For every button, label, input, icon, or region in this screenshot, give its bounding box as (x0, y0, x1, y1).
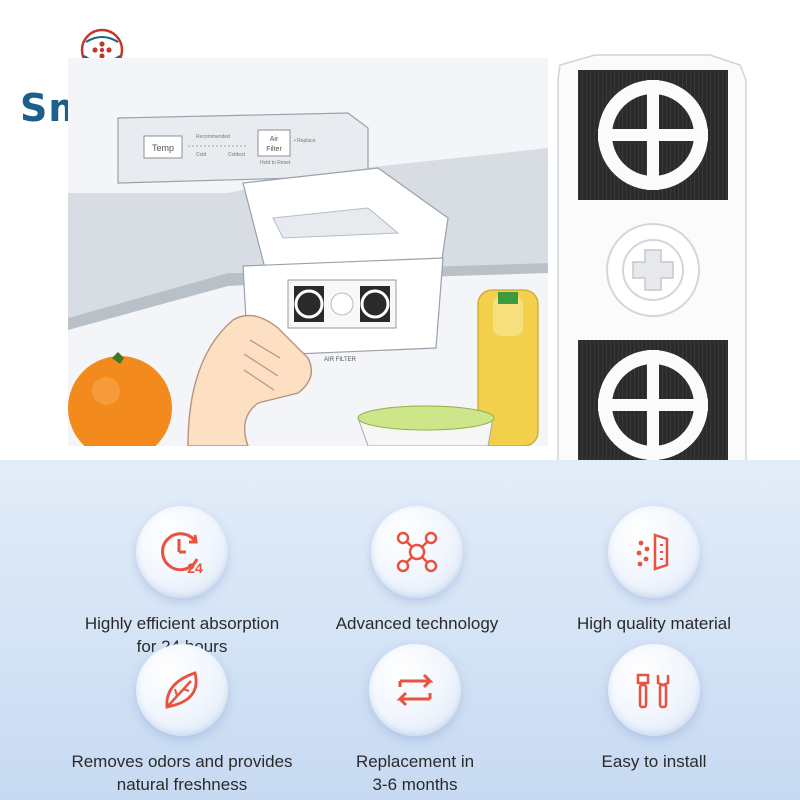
svg-text:Air: Air (270, 136, 279, 143)
material-sparkle-icon-badge (608, 506, 700, 598)
feature-material: High quality material (529, 506, 779, 635)
swap-arrows-icon (396, 673, 434, 707)
feature-install: Easy to install (529, 644, 779, 773)
panel-recommended: Recommended (196, 134, 230, 140)
fridge-illustration: Temp Recommended Cold Coldest Air Filter… (68, 58, 548, 446)
air-filter-product-image (557, 54, 747, 489)
panel-replace: • Replace (294, 138, 316, 144)
leaf-icon-badge (136, 644, 228, 736)
feature-label: High quality material (576, 614, 731, 633)
svg-text:24: 24 (187, 560, 203, 576)
feature-odors: Removes odors and provides natural fresh… (57, 644, 307, 796)
feature-label: Replacement in 3-6 months (355, 752, 475, 794)
tools-icon (636, 673, 670, 709)
panel-cold: Cold (196, 152, 207, 158)
feature-label: Easy to install (601, 752, 707, 771)
feature-technology: Advanced technology (292, 506, 542, 635)
panel-coldest: Coldest (228, 152, 246, 158)
feature-label: Highly efficient absorption for 24 hours (84, 614, 280, 656)
material-sparkle-icon (636, 533, 669, 571)
tools-icon-badge (608, 644, 700, 736)
leaf-icon (165, 671, 198, 709)
feature-replacement: Replacement in 3-6 months (290, 644, 540, 796)
molecule-icon-badge (371, 506, 463, 598)
feature-label: Removes odors and provides natural fresh… (71, 752, 293, 794)
panel-hold-reset: Hold to Reset (260, 160, 291, 166)
svg-text:Filter: Filter (266, 146, 282, 153)
clock-24-icon-badge: 24 (136, 506, 228, 598)
feature-absorption: 24 Highly efficient absorption for 24 ho… (57, 506, 307, 658)
clock-24-icon: 24 (161, 532, 203, 576)
tray-label: AIR FILTER (324, 357, 357, 363)
feature-label: Advanced technology (335, 614, 499, 633)
molecule-icon (396, 531, 438, 573)
swap-arrows-icon-badge (369, 644, 461, 736)
panel-temp-label: Temp (152, 143, 174, 153)
